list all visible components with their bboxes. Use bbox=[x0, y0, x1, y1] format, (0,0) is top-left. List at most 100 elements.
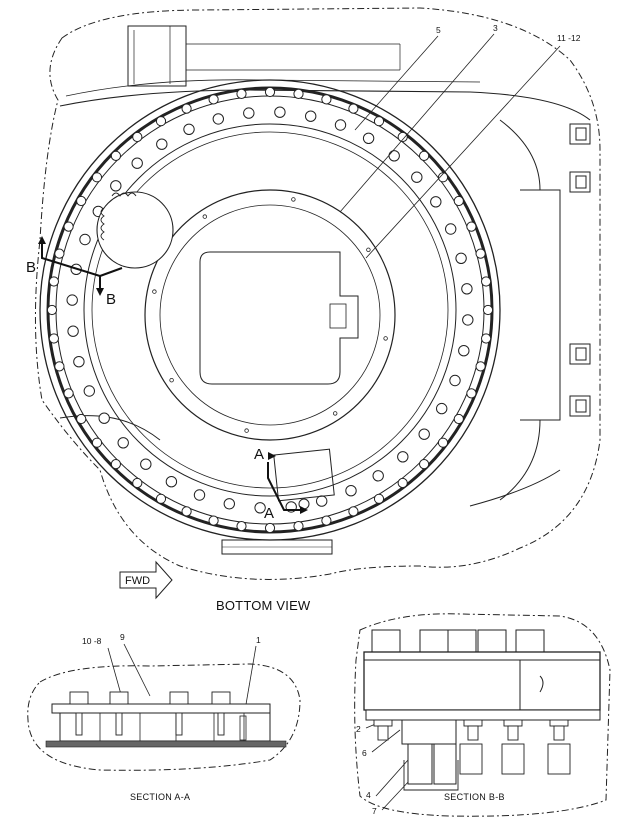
section-marker-a-bottom: A bbox=[264, 505, 274, 522]
frame-outline-dashed bbox=[34, 7, 601, 580]
section-aa-title: SECTION A-A bbox=[130, 792, 190, 802]
section-bb-title: SECTION B-B bbox=[444, 792, 505, 802]
view-title: BOTTOM VIEW bbox=[216, 598, 311, 613]
bolt-nut bbox=[459, 743, 483, 775]
inner-bolt bbox=[274, 106, 286, 118]
bolt-head bbox=[69, 691, 89, 705]
right-frame bbox=[520, 189, 561, 421]
inner-bolt bbox=[73, 356, 85, 368]
inner-bolt bbox=[455, 252, 467, 264]
outer-bolt bbox=[481, 333, 492, 344]
bolt-washer bbox=[503, 719, 523, 727]
inner-bolt bbox=[183, 123, 195, 136]
outer-bolt bbox=[453, 413, 464, 425]
outer-bolt bbox=[236, 88, 247, 100]
plate-bolt bbox=[366, 247, 371, 252]
outer-bolt bbox=[419, 150, 430, 161]
section-marker-a-top: A bbox=[254, 446, 264, 463]
outer-bolt bbox=[453, 195, 464, 207]
outer-bolt bbox=[466, 221, 477, 232]
inner-bolt bbox=[66, 294, 78, 306]
bolt-head bbox=[211, 691, 231, 705]
section-bb-view bbox=[354, 613, 611, 817]
upper-frame-edge bbox=[65, 79, 481, 97]
inner-bolt bbox=[362, 132, 375, 145]
outer-bolt bbox=[397, 477, 408, 489]
outer-bolt bbox=[181, 506, 192, 517]
bolt-shank bbox=[217, 712, 225, 736]
callout-7: 7 bbox=[372, 806, 377, 816]
inner-bolt bbox=[445, 223, 457, 235]
callout-5: 5 bbox=[436, 25, 441, 35]
outer-bolt bbox=[63, 221, 74, 232]
callout-6: 6 bbox=[362, 748, 367, 758]
outer-bolt bbox=[155, 493, 167, 504]
bearing-ring-3 bbox=[55, 95, 485, 525]
outer-bolt bbox=[348, 506, 359, 517]
outer-bolt bbox=[348, 103, 359, 114]
inner-bolt bbox=[156, 138, 168, 150]
inner-bolt bbox=[117, 437, 129, 449]
outer-bolt bbox=[373, 493, 385, 504]
section-bb-gear-housing bbox=[401, 719, 457, 785]
outer-bolt bbox=[76, 195, 87, 207]
outer-bolt bbox=[91, 437, 103, 448]
inner-bolt bbox=[305, 110, 317, 122]
bolt-head bbox=[109, 691, 129, 705]
fwd-arrow bbox=[119, 560, 173, 600]
bolt-shank bbox=[467, 725, 479, 741]
inner-bolt bbox=[436, 402, 448, 415]
bearing-inner-race-2 bbox=[91, 131, 449, 489]
outer-bolt bbox=[76, 413, 87, 425]
right-mount-tabs bbox=[569, 123, 591, 417]
outer-bolt bbox=[321, 515, 332, 526]
callout-3: 3 bbox=[493, 23, 498, 33]
section-bb-lower-plate bbox=[365, 709, 601, 721]
outer-bolt bbox=[48, 333, 60, 344]
outer-bolt bbox=[155, 116, 167, 127]
inner-bolt bbox=[430, 196, 442, 208]
inner-housing bbox=[199, 251, 359, 385]
inner-bolt-circle bbox=[66, 106, 474, 514]
section-b-arrow bbox=[38, 236, 104, 296]
section-a-plate bbox=[273, 448, 335, 502]
section-bb-gear-detail bbox=[403, 760, 459, 791]
section-aa-spring bbox=[239, 715, 247, 741]
bearing-inner-race bbox=[83, 123, 457, 497]
inner-bolt bbox=[98, 412, 110, 424]
plate-bolt bbox=[202, 214, 207, 219]
section-bb-top-blocks bbox=[371, 629, 545, 653]
section-aa-outline bbox=[27, 663, 301, 771]
bolt-washer bbox=[463, 719, 483, 727]
section-marker-b-bottom: B bbox=[106, 291, 116, 308]
outer-bolt-circle bbox=[46, 86, 494, 534]
outer-bolt bbox=[236, 521, 247, 532]
outer-bolt bbox=[264, 86, 276, 98]
callout-2: 2 bbox=[356, 724, 361, 734]
plate-bolt bbox=[152, 289, 157, 294]
outer-bolt bbox=[397, 131, 408, 143]
outer-bolt bbox=[110, 459, 122, 470]
inner-bolt bbox=[345, 485, 357, 497]
section-bb-ring bbox=[363, 651, 601, 711]
inner-bolt bbox=[388, 150, 400, 162]
outer-bolt bbox=[373, 116, 385, 127]
callout-10-8: 10 -8 bbox=[82, 636, 102, 646]
bolt-shank bbox=[175, 712, 183, 736]
outer-bolt bbox=[481, 276, 492, 287]
bearing-outer-ring bbox=[39, 79, 501, 541]
center-plate-inner bbox=[159, 204, 381, 426]
plate-bolt bbox=[291, 197, 296, 202]
bottom-view bbox=[34, 7, 601, 811]
pinion-teeth bbox=[100, 192, 137, 241]
outer-bolt bbox=[475, 248, 486, 259]
bolt-washer bbox=[549, 719, 569, 727]
callout-4: 4 bbox=[366, 790, 371, 800]
plate-bolt bbox=[169, 378, 174, 383]
bolt-nut bbox=[547, 743, 571, 775]
right-frame-curve bbox=[499, 119, 541, 501]
callout-9: 9 bbox=[120, 632, 125, 642]
outer-bolt bbox=[54, 361, 65, 372]
inner-bolt bbox=[372, 470, 384, 482]
inner-bolt bbox=[223, 498, 236, 510]
